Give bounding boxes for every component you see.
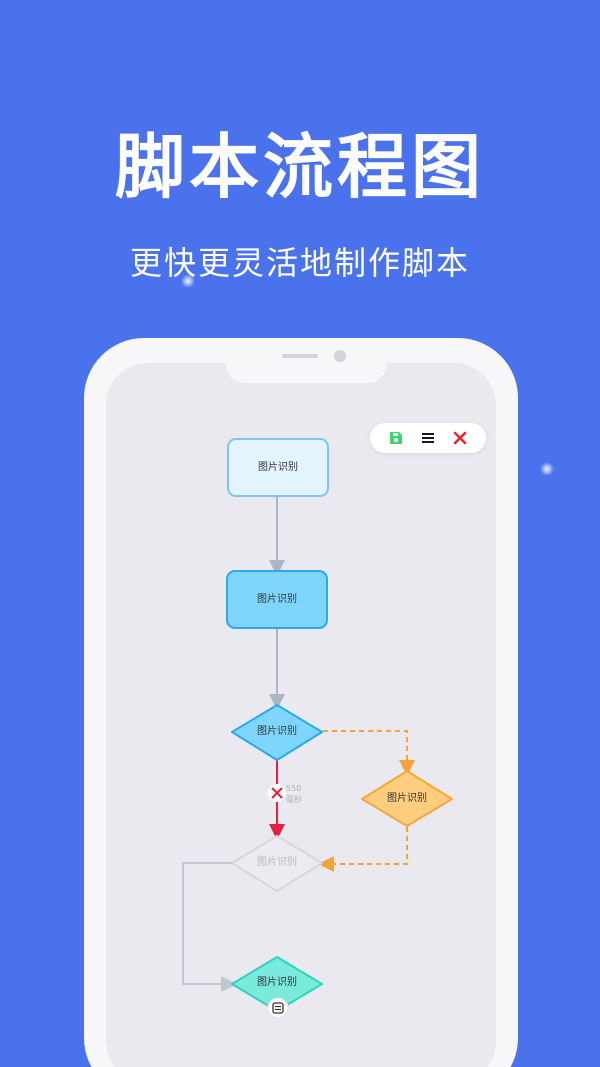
flow-toolbar — [370, 423, 486, 453]
save-icon — [390, 432, 402, 444]
close-icon — [453, 431, 467, 445]
flow-node-3-label: 图片识别 — [257, 726, 297, 737]
delay-unit: 毫秒 — [286, 795, 302, 804]
flow-edge-loop — [182, 862, 237, 992]
flow-edge-branch — [323, 730, 415, 776]
flow-node-4-label: 图片识别 — [387, 793, 427, 804]
headline: 脚本流程图 — [115, 126, 485, 208]
save-button[interactable] — [386, 428, 406, 448]
close-button[interactable] — [450, 428, 470, 448]
sparkle-decoration — [540, 462, 554, 476]
flow-node-2-label: 图片识别 — [257, 594, 297, 605]
flow-node-1-label: 图片识别 — [258, 462, 298, 473]
flow-node-1[interactable] — [227, 438, 329, 497]
settings-icon — [272, 1002, 284, 1014]
phone-camera — [334, 350, 346, 362]
delay-value: 550 — [286, 784, 302, 793]
flow-node-6-label: 图片识别 — [257, 977, 297, 988]
menu-button[interactable] — [418, 428, 438, 448]
sparkle-decoration — [181, 274, 195, 288]
flow-edge-branch — [318, 827, 408, 872]
flow-node-4[interactable] — [361, 770, 453, 827]
node-settings-badge[interactable] — [267, 997, 289, 1019]
flow-node-5-label: 图片识别 — [257, 857, 297, 868]
flow-node-2[interactable] — [226, 570, 328, 629]
phone-speaker — [282, 354, 318, 358]
flow-node-3[interactable] — [231, 704, 323, 761]
fail-x-icon — [271, 787, 283, 799]
flow-node-5[interactable] — [231, 835, 323, 892]
phone-notch — [226, 363, 386, 383]
menu-icon — [422, 433, 434, 443]
